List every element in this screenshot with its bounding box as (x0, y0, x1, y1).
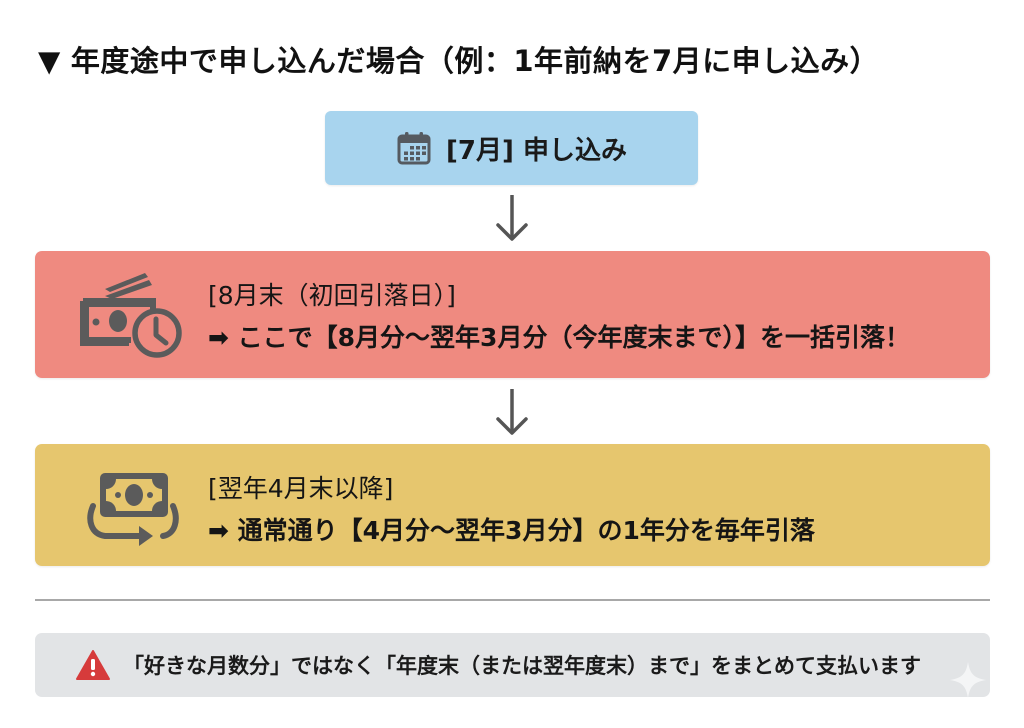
flow-step-first-debit: [8月末（初回引落日）] ➡ ここで【8月分〜翌年3月分（今年度末まで）】を一括… (35, 251, 990, 378)
warning-icon (76, 650, 110, 680)
money-clock-icon (80, 273, 182, 358)
flow-step-apply-label: [7月] 申し込み (446, 135, 627, 166)
page-title: ▼ 年度途中で申し込んだ場合（例：1年前納を7月に申し込み） (38, 38, 879, 80)
first-debit-detail: ➡ ここで【8月分〜翌年3月分（今年度末まで）】を一括引落！ (208, 323, 910, 352)
flow-step-apply: [7月] 申し込み (325, 111, 698, 185)
arrow-down-icon (496, 389, 528, 435)
page-title-text: 年度途中で申し込んだ場合（例：1年前納を7月に申し込み） (70, 44, 880, 78)
annual-debit-title: [翌年4月末以降] (208, 474, 394, 503)
annual-debit-detail: ➡ 通常通り【4月分〜翌年3月分】の1年分を毎年引落 (208, 516, 815, 545)
money-cycle-icon (87, 473, 179, 546)
flow-step-annual-debit: [翌年4月末以降] ➡ 通常通り【4月分〜翌年3月分】の1年分を毎年引落 (35, 444, 990, 566)
section-divider (35, 599, 990, 601)
sparkle-icon (950, 662, 986, 698)
calendar-icon (397, 132, 431, 165)
triangle-marker-icon: ▼ (38, 44, 61, 78)
note-text: 「好きな月数分」ではなく「年度末（または翌年度末）まで」をまとめて支払います (123, 654, 921, 678)
arrow-down-icon (496, 195, 528, 241)
first-debit-title: [8月末（初回引落日）] (208, 281, 456, 310)
note-box: 「好きな月数分」ではなく「年度末（または翌年度末）まで」をまとめて支払います (35, 633, 990, 697)
